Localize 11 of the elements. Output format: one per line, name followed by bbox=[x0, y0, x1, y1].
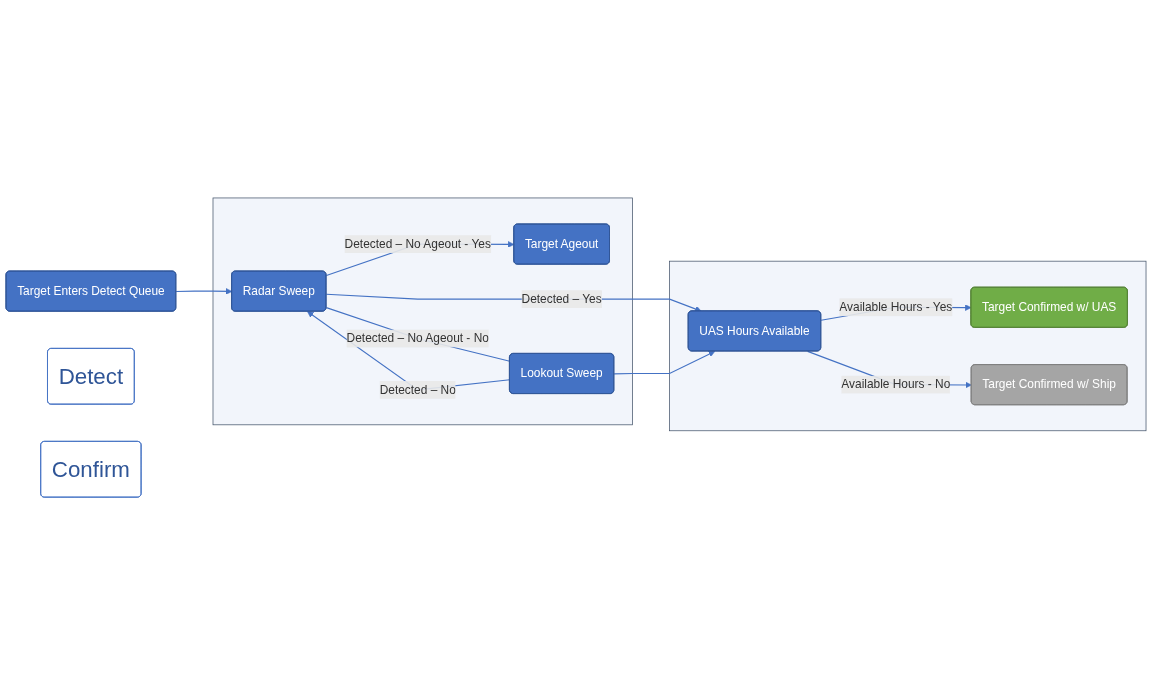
edge-label: Detected – Yes bbox=[521, 292, 602, 306]
cluster bbox=[669, 261, 1147, 432]
arrow bbox=[613, 351, 716, 375]
edge-label: Available Hours - No bbox=[841, 378, 951, 392]
edge-label: Detected – No Ageout - No bbox=[346, 332, 489, 345]
edge-label: Detected – No Ageout - Yes bbox=[344, 237, 491, 251]
connector bbox=[325, 307, 511, 363]
edge-label: Detected – No bbox=[379, 383, 456, 397]
arrow bbox=[175, 288, 233, 296]
cluster bbox=[212, 198, 633, 426]
edge-label: Available Hours - Yes bbox=[839, 301, 953, 314]
